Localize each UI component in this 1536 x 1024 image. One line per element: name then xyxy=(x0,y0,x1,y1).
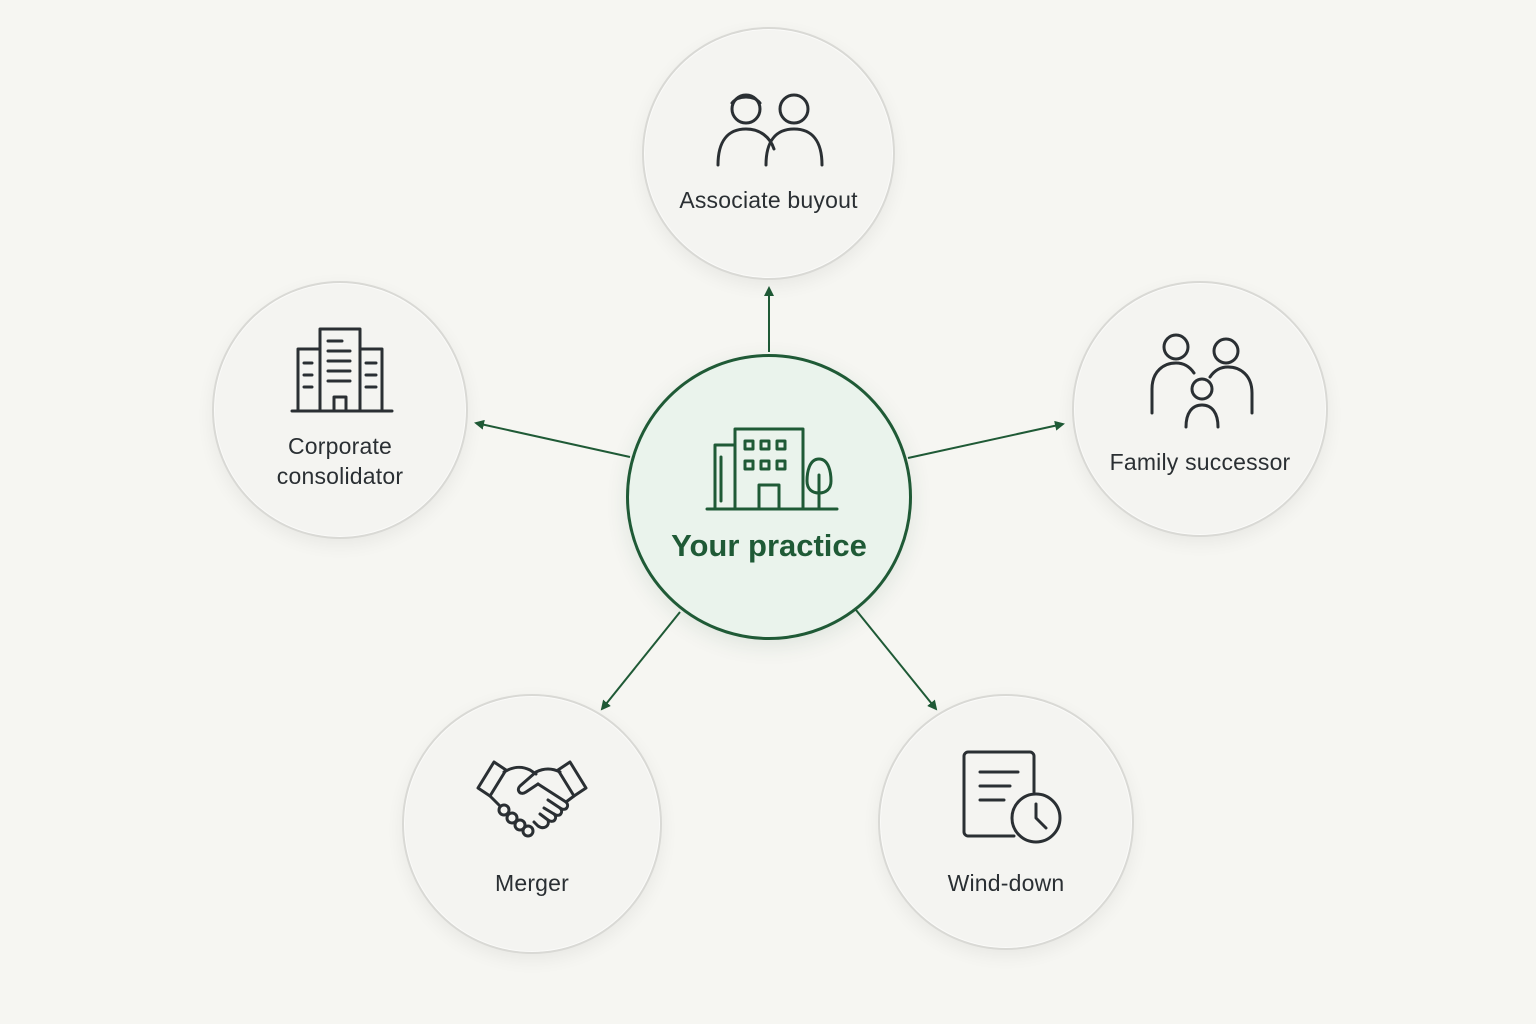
office-building-tree-icon xyxy=(705,427,839,511)
option-corporate-consolidator: Corporate consolidator xyxy=(212,281,468,539)
two-people-icon xyxy=(716,93,824,167)
option-label: Family successor xyxy=(1109,449,1291,475)
arrow-to-corporate-consolidator xyxy=(474,419,631,458)
option-associate-buyout: Associate buyout xyxy=(642,27,895,280)
document-clock-icon xyxy=(962,750,1062,844)
family-icon xyxy=(1150,333,1254,429)
option-label: Corporate consolidator xyxy=(276,433,404,489)
handshake-icon xyxy=(476,760,588,838)
option-family-successor: Family successor xyxy=(1072,281,1328,537)
arrow-to-wind-down xyxy=(855,609,938,711)
center-node: Your practice xyxy=(626,354,912,640)
option-label: Associate buyout xyxy=(679,187,858,213)
option-label: Merger xyxy=(494,870,570,896)
option-wind-down: Wind-down xyxy=(878,694,1134,950)
arrow-to-family-successor xyxy=(907,420,1065,459)
office-buildings-icon xyxy=(290,327,394,413)
arrow-to-merger xyxy=(600,611,681,711)
center-label: Your practice xyxy=(671,528,867,563)
option-label: Wind-down xyxy=(947,870,1065,896)
option-merger: Merger xyxy=(402,694,662,954)
